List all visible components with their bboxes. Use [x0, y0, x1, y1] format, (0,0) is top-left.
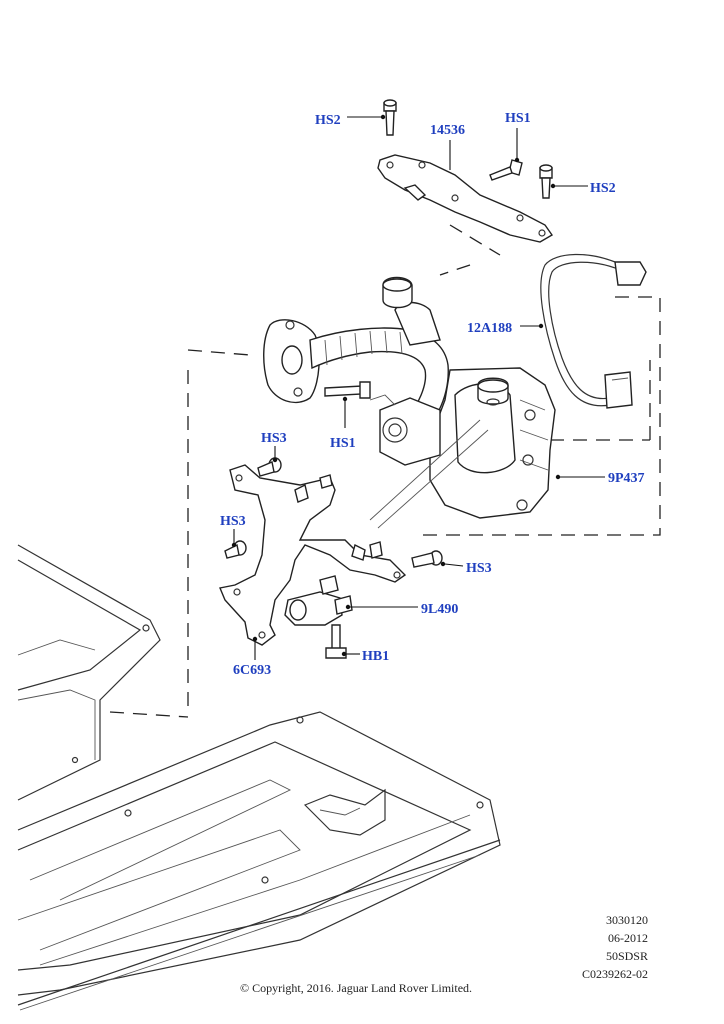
label-hs1-top: HS1 [505, 111, 531, 126]
label-hs1-middle: HS1 [330, 436, 356, 451]
part-labels: HS2 14536 HS1 HS2 12A188 HS1 HS3 9P437 H… [220, 111, 645, 678]
reference-code: 3030120 [606, 913, 648, 927]
copyright-notice: © Copyright, 2016. Jaguar Land Rover Lim… [239, 981, 473, 995]
label-9p437: 9P437 [608, 471, 645, 486]
label-hs3-right: HS3 [466, 561, 492, 576]
guide-line-a [369, 419, 481, 521]
bolt-hs2-top [383, 99, 397, 136]
bolt-hs3-right [411, 550, 443, 568]
bolt-hs2-right [539, 164, 553, 199]
tube-12a188 [540, 253, 647, 409]
bolt-hs1-top [489, 159, 523, 181]
oil-pan-outline [17, 544, 501, 1011]
pump-unit-9p437 [369, 367, 556, 519]
label-9l490: 9L490 [421, 602, 458, 617]
reference-block: 3030120 06-2012 50SDSR C0239262-02 [582, 911, 648, 983]
solenoid-9l490 [284, 575, 353, 626]
label-hb1: HB1 [362, 649, 389, 664]
bolt-hs1-middle [324, 381, 371, 399]
bolt-hs3-left-mid [224, 540, 247, 559]
reference-model: 50SDSR [605, 949, 648, 963]
label-14536: 14536 [430, 123, 465, 138]
label-hs2-right: HS2 [590, 181, 616, 196]
bolt-hb1 [325, 624, 347, 659]
leader-lines [231, 114, 605, 660]
label-hs3-left-mid: HS3 [220, 514, 246, 529]
bolt-hs3-left-top [257, 457, 282, 477]
guide-line-b [377, 429, 489, 529]
label-hs2-top: HS2 [315, 113, 341, 128]
reference-drawing-code: C0239262-02 [582, 967, 648, 981]
label-6c693: 6C693 [233, 663, 271, 678]
reference-date: 06-2012 [608, 931, 648, 945]
label-12a188: 12A188 [467, 321, 512, 336]
label-hs3-left-top: HS3 [261, 431, 287, 446]
bracket-14536 [377, 154, 554, 243]
bracket-6c693 [219, 464, 407, 646]
hose-assembly [263, 276, 449, 431]
